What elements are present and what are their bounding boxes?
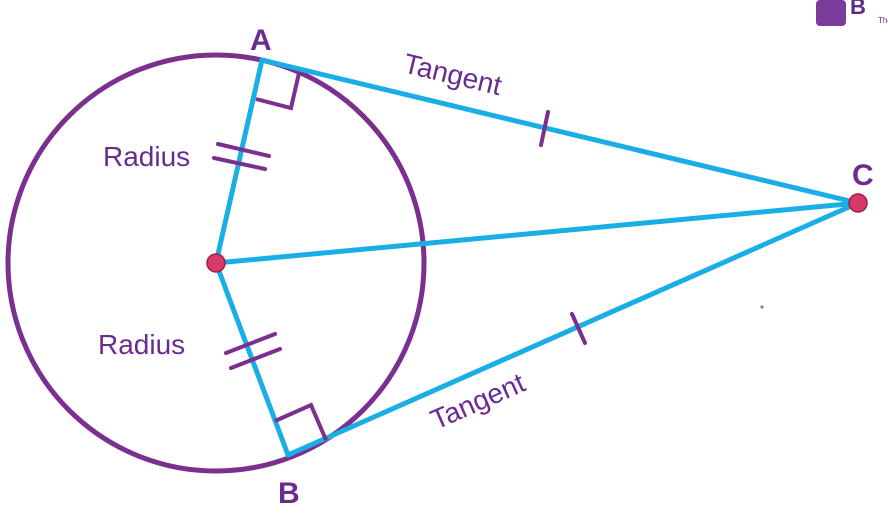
point-center [206, 253, 226, 273]
tangent-tick-bottom [570, 312, 587, 345]
label-radius-bottom: Radius [98, 329, 185, 360]
tangent-ac [259, 57, 861, 206]
label-tangent-bottom: Tangent [426, 367, 530, 436]
right-angle-a [255, 72, 301, 111]
label-c: C [852, 159, 874, 192]
label-b: B [278, 477, 300, 510]
tangent-bc [285, 200, 861, 458]
logo-tagline: The L [878, 16, 888, 25]
radius-tick-top [212, 142, 271, 171]
logo-letter: B [850, 0, 866, 19]
logo: B The L [816, 0, 888, 30]
logo-icon [816, 0, 846, 26]
radius-tick-bottom [224, 332, 282, 370]
circle [5, 52, 427, 474]
segment-oc [213, 200, 861, 266]
stray-dot [760, 305, 764, 309]
right-angle-b [274, 402, 328, 441]
point-c [848, 193, 868, 213]
label-tangent-top: Tangent [401, 48, 505, 101]
label-radius-top: Radius [103, 141, 190, 172]
tangent-tick-top [539, 110, 550, 147]
label-a: A [250, 24, 272, 57]
